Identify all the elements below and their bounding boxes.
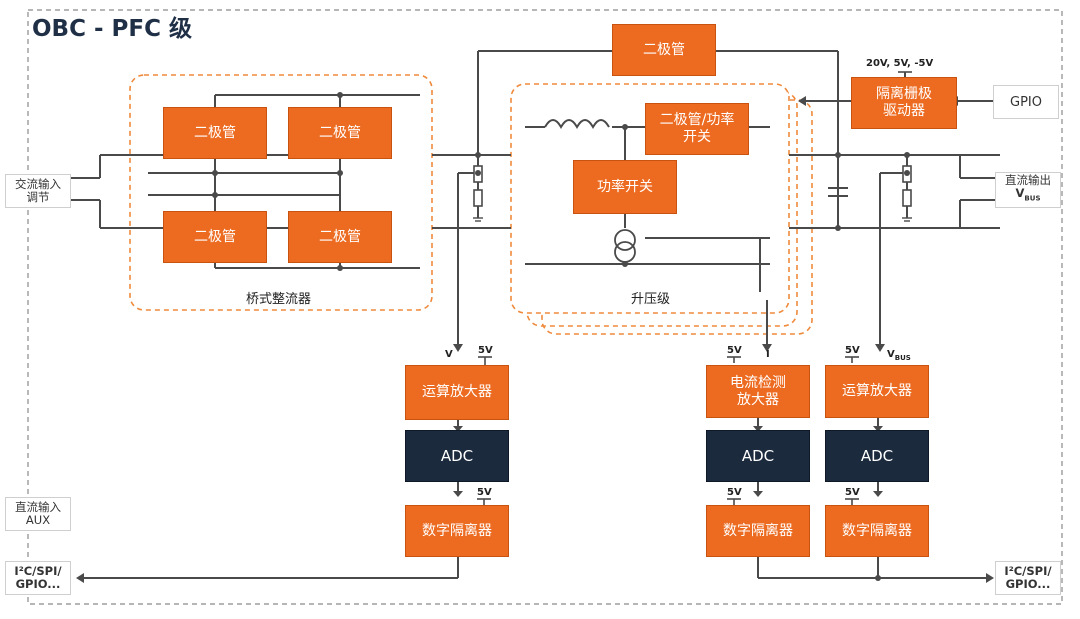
boost-diode-switch: 二极管/功率 开关 — [645, 103, 749, 155]
adc-current: ADC — [706, 430, 810, 482]
page-title: OBC - PFC 级 — [32, 16, 192, 42]
chain1-supply2: 5V — [477, 487, 492, 498]
isolator-voltage: 数字隔离器 — [405, 505, 509, 557]
top-diode: 二极管 — [612, 24, 716, 76]
boost-power-switch: 功率开关 — [573, 160, 677, 214]
adc-vbus: ADC — [825, 430, 929, 482]
bridge-diode-3: 二极管 — [163, 211, 267, 263]
outer-dashed-border — [27, 9, 1063, 605]
arrow-v-sense — [453, 344, 463, 352]
opamp-vbus: 运算放大器 — [825, 365, 929, 418]
dc-output-label: 直流输出 VBUS — [995, 172, 1061, 208]
ac-input-label: 交流输入 调节 — [5, 174, 71, 208]
chain3-supply2: 5V — [845, 487, 860, 498]
bridge-diode-4: 二极管 — [288, 211, 392, 263]
i2c-right-label: I²C/SPI/ GPIO... — [995, 561, 1061, 595]
current-sense-amp: 电流检测 放大器 — [706, 365, 810, 418]
chain1-sig: V — [445, 349, 453, 360]
resistor-left-bottom — [473, 189, 483, 207]
inductor-symbol — [544, 119, 610, 130]
bridge-label: 桥式整流器 — [246, 292, 312, 307]
bridge-dashed-region — [129, 74, 433, 311]
chain3-supply: 5V — [845, 345, 860, 356]
isolator-current: 数字隔离器 — [706, 505, 810, 557]
adc-voltage: ADC — [405, 430, 509, 482]
chain2-supply: 5V — [727, 345, 742, 356]
chain2-supply2: 5V — [727, 487, 742, 498]
boost-label: 升压级 — [631, 292, 671, 307]
bridge-diode-2: 二极管 — [288, 107, 392, 159]
current-sensor-symbol — [614, 229, 636, 251]
dc-output-text: 直流输出 — [1005, 173, 1051, 188]
arrow-i-sense — [762, 344, 772, 352]
gate-driver-supply: 20V, 5V, -5V — [866, 58, 934, 69]
chain3-sig: VBUS — [887, 349, 911, 362]
opamp-voltage: 运算放大器 — [405, 365, 509, 420]
chain2-sig: I — [766, 349, 770, 360]
bridge-diode-1: 二极管 — [163, 107, 267, 159]
i2c-left-label: I²C/SPI/ GPIO... — [5, 561, 71, 595]
dc-output-vbus: VBUS — [1015, 186, 1041, 203]
chain1-supply: 5V — [478, 345, 493, 356]
gpio-label: GPIO — [993, 85, 1059, 119]
gate-driver: 隔离栅极 驱动器 — [851, 77, 957, 129]
arrow-i2c-left — [76, 573, 84, 583]
resistor-right-bottom — [902, 189, 912, 207]
dc-input-aux-label: 直流输入 AUX — [5, 497, 71, 531]
isolator-vbus: 数字隔离器 — [825, 505, 929, 557]
arrow-gate — [798, 96, 806, 106]
arrow-vbus-sense — [875, 344, 885, 352]
arrow-i2c-right — [986, 573, 994, 583]
